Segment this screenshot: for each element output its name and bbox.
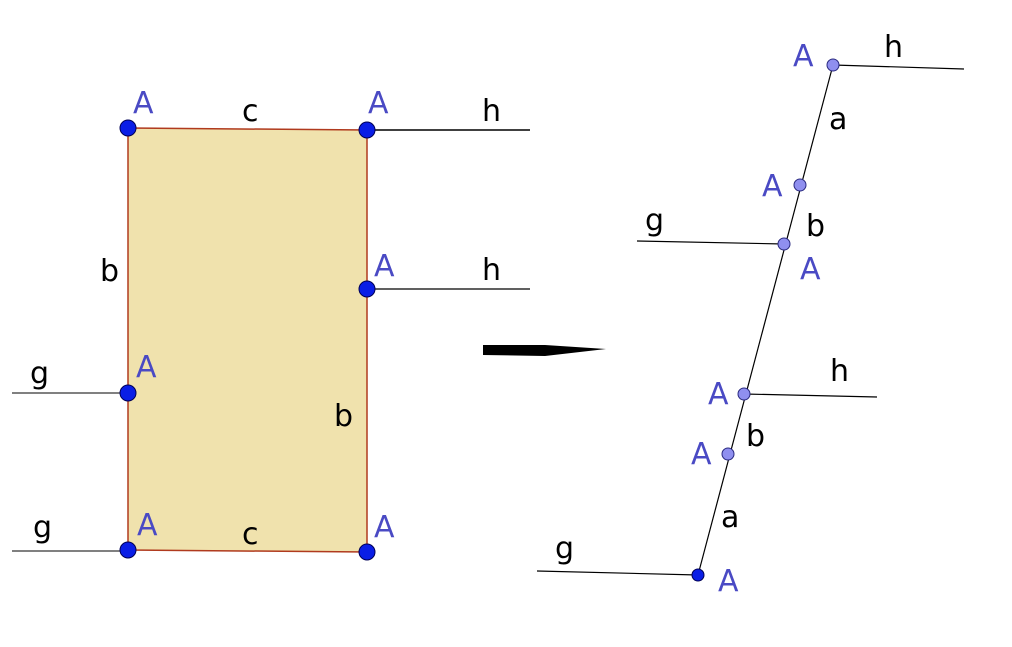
side-label-b: b (806, 209, 825, 244)
side-label-a: a (829, 102, 847, 137)
rectangle-face (127, 127, 368, 553)
point-label: A (718, 564, 739, 599)
point-right-middle[interactable] (358, 280, 376, 298)
point-bottom-right[interactable] (358, 543, 376, 561)
chain-point-5[interactable] (721, 447, 735, 461)
line-label-g: g (30, 356, 49, 391)
point-bottom-left[interactable] (119, 541, 137, 559)
line-label-g: g (555, 531, 574, 566)
point-label: A (708, 377, 729, 412)
line-g-lower-right (536, 570, 699, 576)
line-label-h: h (884, 30, 903, 65)
point-label: A (136, 350, 157, 385)
side-label-a: a (721, 500, 739, 535)
side-label-b: b (100, 254, 119, 289)
point-left-middle[interactable] (119, 384, 137, 402)
point-label: A (762, 169, 783, 204)
left-figure: A A A A A A c c b b h h g g (12, 86, 530, 561)
point-label: A (368, 86, 389, 121)
line-label-h: h (482, 253, 501, 288)
line-label-g: g (33, 510, 52, 545)
line-g-upper-right (636, 240, 785, 245)
point-label: A (374, 249, 395, 284)
side-label-b: b (334, 399, 353, 434)
line-label-g: g (645, 203, 664, 238)
chain-point-6[interactable] (691, 568, 705, 582)
chain-segment (697, 64, 834, 576)
right-figure: A A A A A A a b b a h g h g (536, 30, 965, 599)
point-top-left[interactable] (119, 119, 137, 137)
point-label: A (793, 39, 814, 74)
point-label: A (691, 437, 712, 472)
side-label-c: c (242, 517, 259, 552)
line-label-h: h (482, 94, 501, 129)
point-label: A (374, 510, 395, 545)
point-top-right[interactable] (358, 121, 376, 139)
point-label: A (800, 252, 821, 287)
point-label: A (137, 508, 158, 543)
chain-point-4[interactable] (737, 387, 751, 401)
line-label-h: h (830, 354, 849, 389)
right-arrow-icon (483, 345, 606, 356)
chain-point-2[interactable] (793, 178, 807, 192)
point-label: A (133, 86, 154, 121)
line-h-top-right (832, 64, 965, 70)
side-label-c: c (242, 94, 259, 129)
side-label-b: b (746, 419, 765, 454)
line-h-middle-right (743, 393, 878, 398)
chain-point-1[interactable] (826, 58, 840, 72)
chain-point-3[interactable] (777, 237, 791, 251)
